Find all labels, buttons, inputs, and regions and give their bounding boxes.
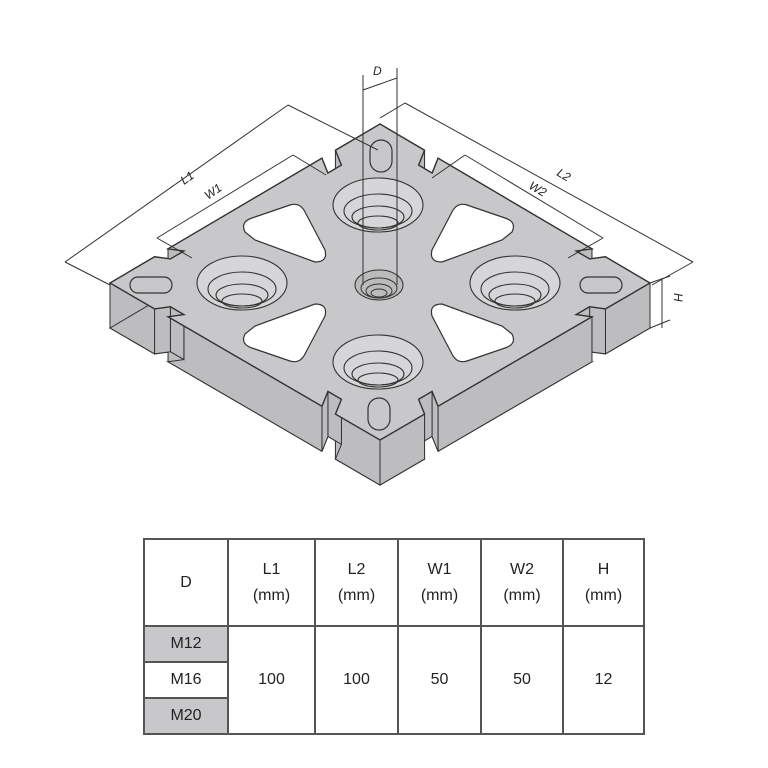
triangle-cutout (430, 203, 515, 263)
header-label: D (180, 573, 192, 591)
value-l2: 100 (314, 625, 399, 735)
header-label: W2 (510, 560, 534, 578)
header-label: L2 (347, 560, 366, 578)
counterbore-hole (332, 177, 424, 233)
counterbore-hole (469, 255, 561, 311)
header-unit: (mm) (337, 586, 376, 604)
value-l1: 100 (227, 625, 316, 735)
header-unit: (mm) (420, 586, 459, 604)
header-w1: W1 (mm) (397, 538, 482, 627)
header-label: L1 (262, 560, 281, 578)
slot-hole (369, 139, 393, 173)
slot-hole (129, 276, 173, 294)
dim-label-w2: W2 (527, 178, 550, 199)
header-w2: W2 (mm) (480, 538, 564, 627)
header-label: H (597, 560, 610, 578)
size-cell: M20 (143, 697, 229, 735)
plate-isometric-drawing: D L1 W1 L2 W2 H (64, 64, 694, 486)
slot-holes (129, 139, 623, 431)
size-cell: M12 (143, 625, 229, 663)
plate-side-face (327, 390, 342, 446)
triangle-cutout (242, 203, 327, 263)
table-row: M20 (143, 697, 644, 735)
center-threaded-hole (354, 269, 404, 301)
header-l2: L2 (mm) (314, 538, 399, 627)
value-h: 12 (562, 625, 645, 735)
table-row: M16 (143, 661, 644, 699)
plate-features (242, 203, 515, 363)
table-header-row: D L1 (mm) L2 (mm) W1 (mm) W2 (mm) H (mm) (143, 538, 645, 627)
header-unit: (mm) (503, 586, 541, 604)
counterbore-holes (196, 177, 561, 390)
counterbore-hole (332, 334, 424, 390)
dim-label-l1: L1 (178, 168, 197, 187)
size-cell: M16 (143, 661, 229, 699)
plate-side-face (154, 306, 171, 355)
value-w2: 50 (480, 625, 564, 735)
dimension-lines (64, 68, 694, 329)
header-h: H (mm) (562, 538, 645, 627)
header-label: W1 (427, 560, 452, 578)
table-row: M12 100 100 50 50 12 (143, 625, 645, 735)
header-l1: L1 (mm) (227, 538, 316, 627)
value-w1: 50 (397, 625, 482, 735)
header-d: D (143, 538, 229, 627)
header-unit: (mm) (584, 586, 623, 604)
slot-hole (367, 397, 391, 431)
dim-label-d: D (373, 64, 382, 78)
dimension-table: D L1 (mm) L2 (mm) W1 (mm) W2 (mm) H (mm) M12 … (143, 538, 645, 735)
counterbore-hole (196, 255, 288, 311)
dim-label-l2: L2 (555, 165, 574, 184)
triangle-cutout (430, 303, 515, 363)
header-unit: (mm) (252, 586, 291, 604)
slot-hole (579, 276, 623, 294)
dim-label-h: H (671, 293, 685, 302)
triangle-cutout (242, 303, 327, 363)
